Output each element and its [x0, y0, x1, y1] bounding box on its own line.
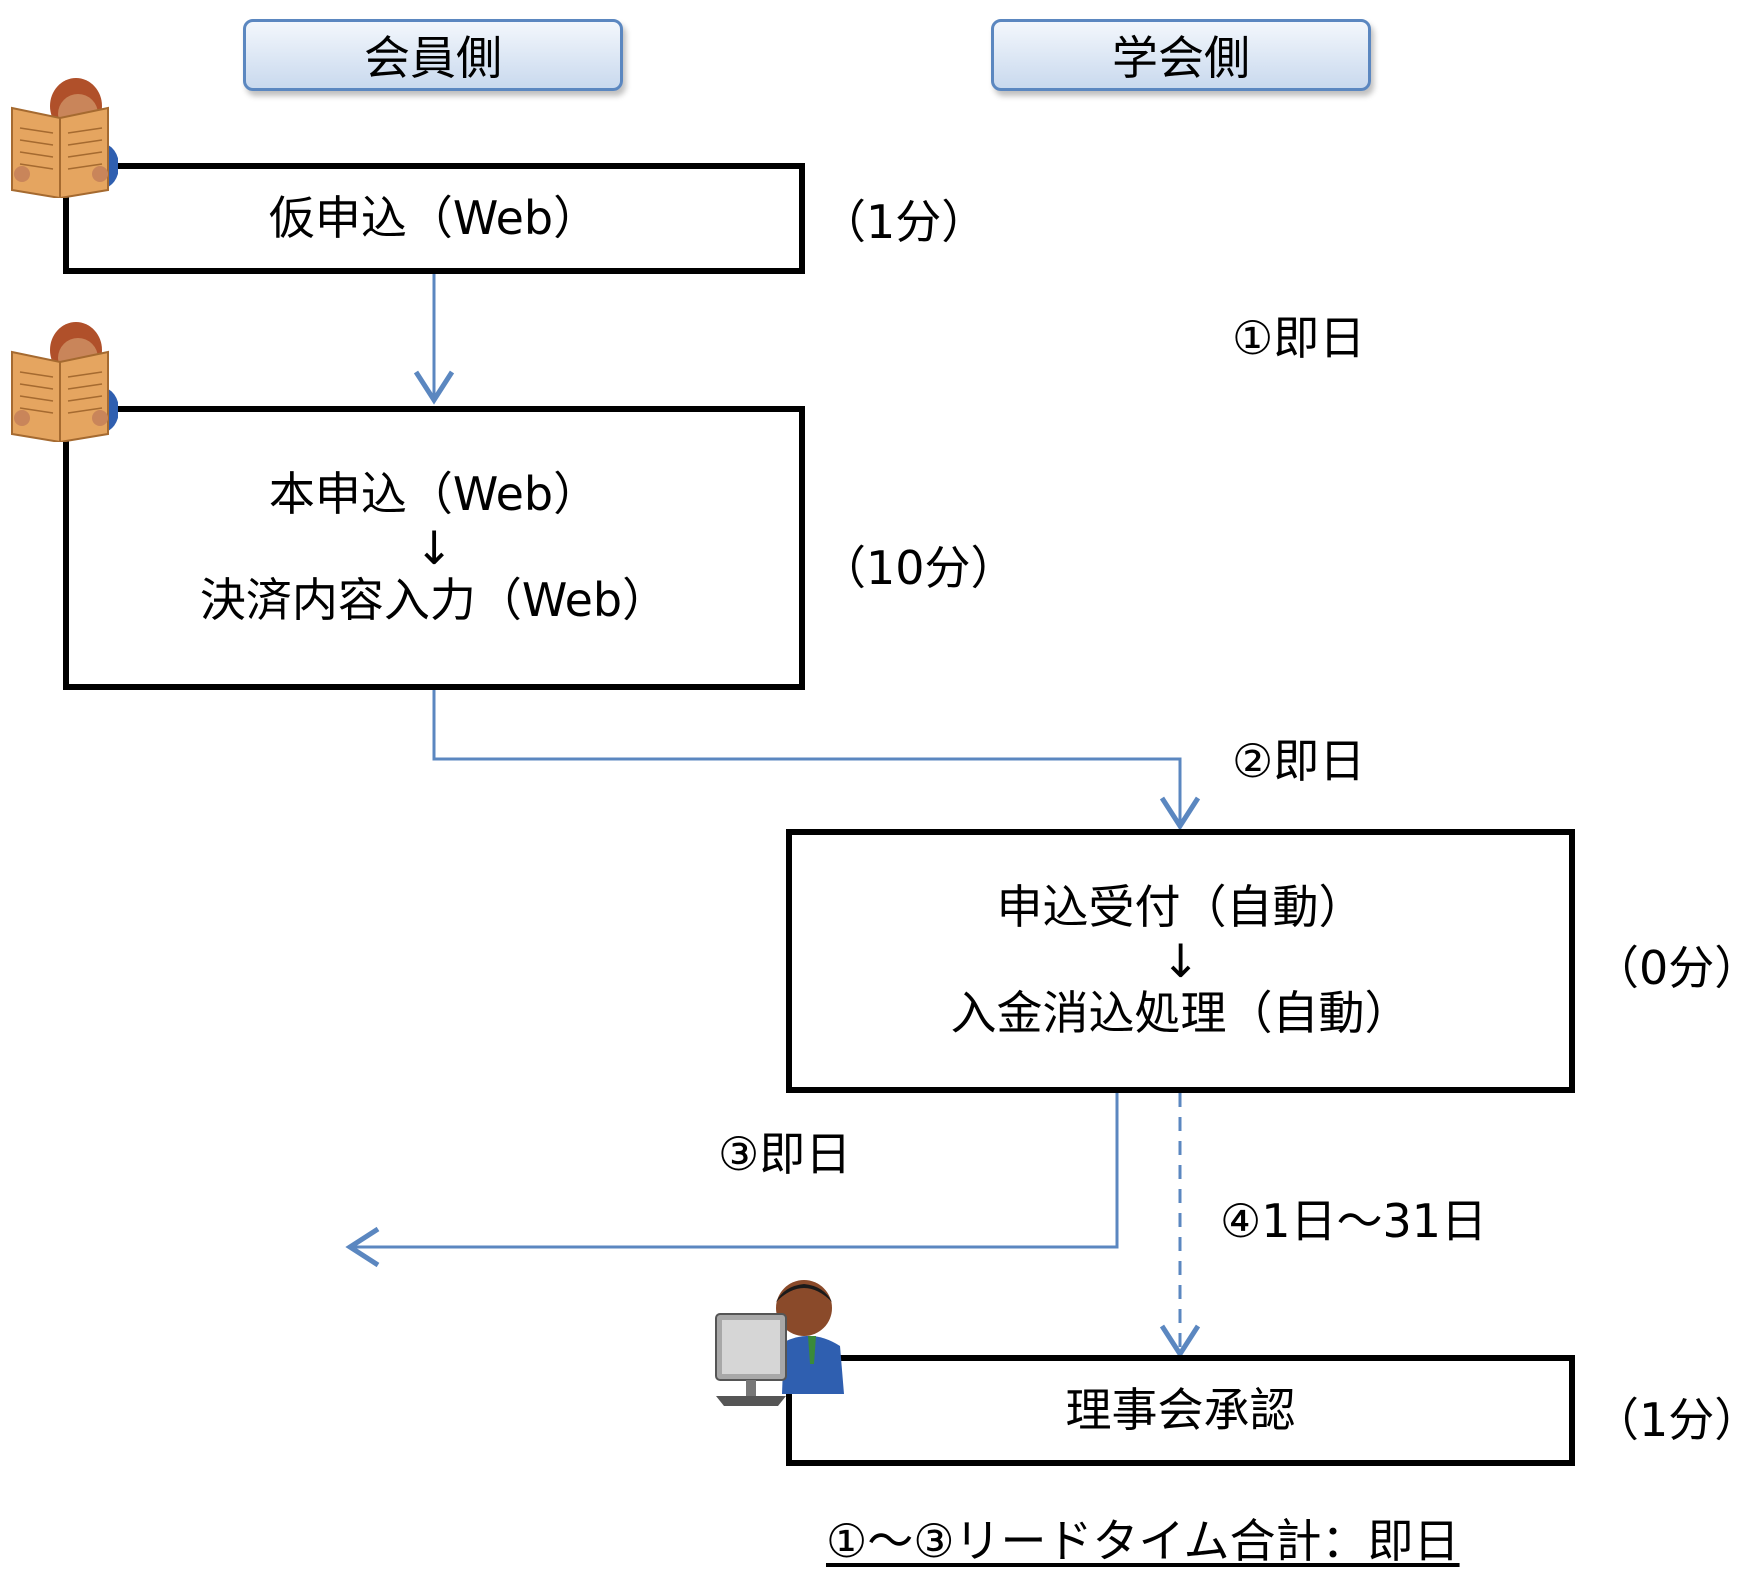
step-1-label: ①即日: [1232, 311, 1366, 365]
step-2-label: ②即日: [1232, 734, 1366, 788]
box-auto-arrow: ↓: [1161, 934, 1200, 988]
box-auto-line2: 入金消込処理（自動）: [950, 986, 1411, 1040]
person-reading-newspaper-icon: [11, 78, 118, 198]
box-board-approval: 理事会承認: [786, 1355, 1575, 1466]
arrow-auto-to-member: [350, 1093, 1119, 1249]
header-member-side: 会員側: [243, 19, 623, 91]
person-at-computer-icon: [715, 1280, 844, 1406]
header-society-side: 学会側: [991, 19, 1371, 91]
box-provisional-line1: 仮申込（Web）: [268, 190, 600, 245]
arrowhead-auto-to-approval: [1159, 1324, 1201, 1359]
box-auto-line1: 申込受付（自動）: [996, 880, 1365, 935]
duration-auto: （0分）: [1593, 941, 1758, 995]
box-provisional-application: 仮申込（Web）: [63, 163, 805, 274]
duration-provisional: （1分）: [820, 195, 988, 249]
box-main-arrow: ↓: [414, 521, 454, 575]
box-main-line2: 決済内容入力（Web）: [199, 573, 669, 627]
arrowhead-main-to-auto: [1159, 796, 1201, 831]
box-main-application: 本申込（Web） ↓ 決済内容入力（Web）: [63, 406, 805, 690]
arrow-main-to-auto: [432, 690, 1182, 824]
step-4-label: ④1日～31日: [1220, 1194, 1488, 1248]
box-auto-processing: 申込受付（自動） ↓ 入金消込処理（自動）: [786, 829, 1575, 1093]
duration-main: （10分）: [820, 541, 1017, 595]
duration-approval: （1分）: [1593, 1393, 1758, 1447]
step-3-label: ③即日: [718, 1127, 852, 1181]
box-approval-line1: 理事会承認: [1065, 1382, 1296, 1437]
arrowhead-provisional-to-main: [413, 370, 455, 405]
person-reading-newspaper-icon: [11, 322, 118, 442]
lead-time-total: ①～③リードタイム合計：即日: [826, 1514, 1460, 1568]
box-main-line1: 本申込（Web）: [268, 467, 600, 522]
arrowhead-auto-to-member: [345, 1226, 380, 1268]
